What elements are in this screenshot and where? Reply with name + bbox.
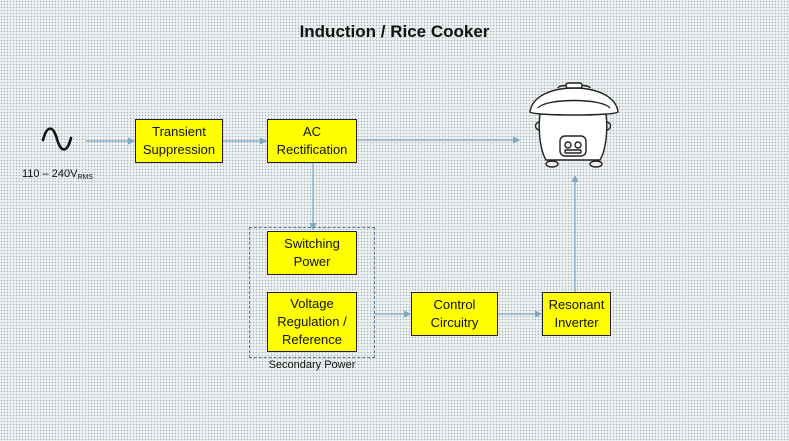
input-voltage-unit: RMS	[77, 174, 94, 181]
block-voltage-regulation: Voltage Regulation / Reference	[267, 292, 357, 352]
secondary-power-caption: Secondary Power	[268, 359, 356, 371]
block-switching-power: Switching Power	[267, 231, 357, 275]
input-voltage-value: 110 – 240V	[22, 168, 78, 180]
rice-cooker-icon	[529, 82, 619, 168]
block-control-circuitry: Control Circuitry	[411, 292, 498, 336]
block-ac-rectification: AC Rectification	[267, 119, 357, 163]
diagram-title: Induction / Rice Cooker	[299, 22, 490, 41]
block-resonant-inverter: Resonant Inverter	[542, 292, 611, 336]
ac-sine-wave-icon	[41, 127, 73, 151]
block-transient-suppression: Transient Suppression	[135, 119, 223, 163]
secondary-power-group	[249, 227, 375, 358]
input-voltage-label: 110 – 240VRMS	[22, 168, 93, 181]
